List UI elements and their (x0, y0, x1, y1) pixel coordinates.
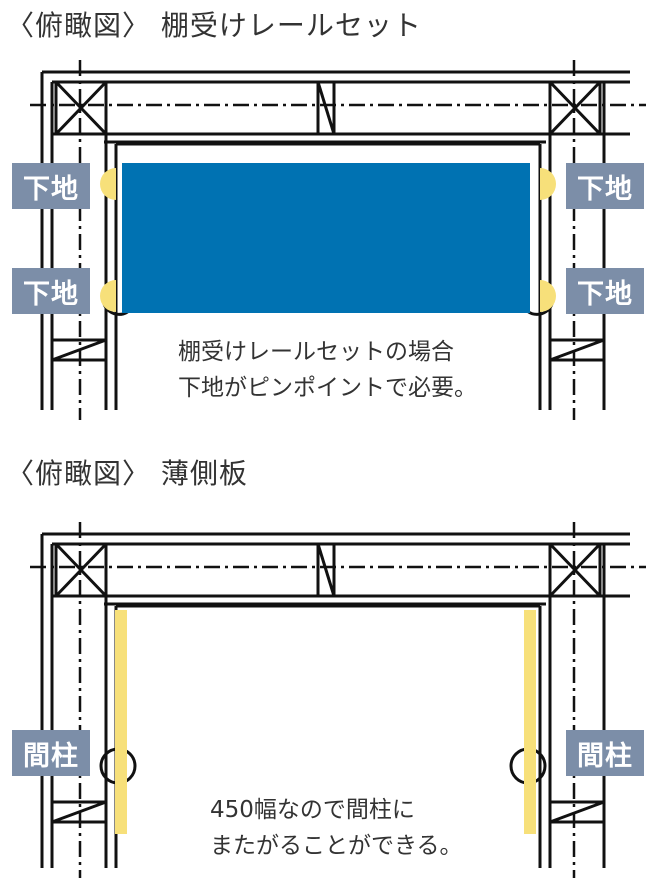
label-stud-left: 間柱 (12, 730, 90, 776)
caption-line: またがることができる。 (210, 833, 463, 859)
center-stud-diagonal (316, 543, 336, 597)
corner-cross (54, 542, 108, 598)
center-stud-diagonal (316, 81, 336, 135)
center-stud (316, 542, 336, 598)
lower-brace-right (548, 338, 606, 362)
support-marker-left-upper (100, 168, 116, 200)
diagram-shelf-rail-set: 〈俯瞰図〉 棚受けレールセット (6, 9, 646, 420)
side-panel-right (524, 610, 536, 834)
corner-cross (548, 80, 602, 136)
center-stud (316, 80, 336, 136)
plan-view-thin-side-panel (30, 522, 646, 878)
corner-cross (54, 80, 108, 136)
plan-view-shelf-rail-set (30, 60, 646, 420)
diagram-thin-side-panel: 〈俯瞰図〉 薄側板 (0, 448, 656, 896)
lower-brace-right (548, 800, 606, 824)
support-marker-right-lower (540, 280, 556, 312)
caption-line: 450幅なので間柱に (210, 797, 415, 823)
label-base-left-lower: 下地 (12, 268, 90, 314)
caption-line: 下地がピンポイントで必要。 (178, 375, 477, 401)
section-title-shelf-rail-set: 〈俯瞰図〉 棚受けレールセット (6, 9, 422, 42)
caption-shelf-rail-set: 棚受けレールセットの場合 下地がピンポイントで必要。 (178, 334, 477, 406)
section-title-thin-side-panel: 〈俯瞰図〉 薄側板 (6, 457, 248, 490)
label-base-left-upper: 下地 (12, 163, 90, 209)
caption-thin-side-panel: 450幅なので間柱に またがることができる。 (210, 792, 463, 864)
label-base-right-upper: 下地 (566, 163, 644, 209)
label-base-right-lower: 下地 (566, 268, 644, 314)
side-panel-left (115, 610, 127, 834)
caption-line: 棚受けレールセットの場合 (178, 339, 454, 365)
brace-diagonal (549, 338, 605, 362)
label-stud-right: 間柱 (566, 730, 644, 776)
support-marker-left-lower (100, 280, 116, 312)
support-marker-right-upper (540, 168, 556, 200)
brace-diagonal (549, 800, 605, 824)
shelf-board (122, 163, 530, 313)
corner-cross (548, 542, 602, 598)
